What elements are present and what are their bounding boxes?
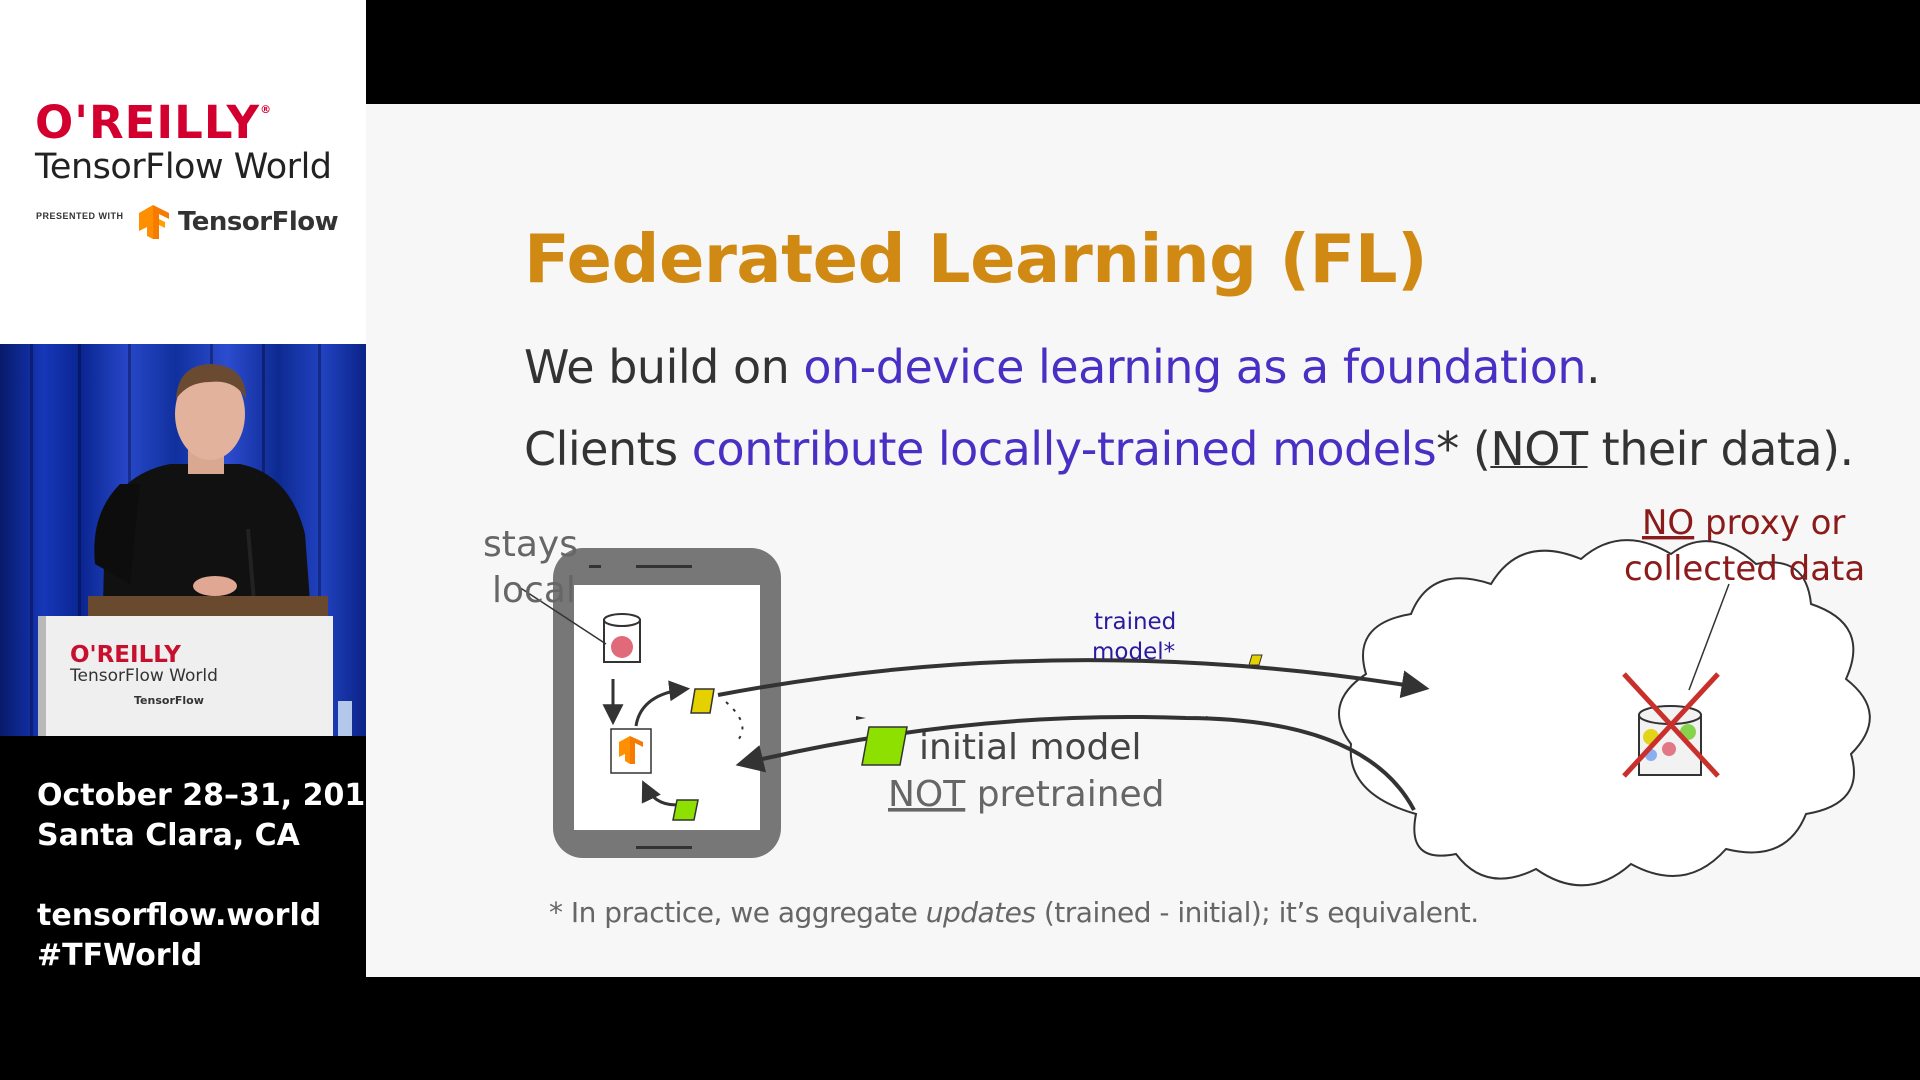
not-pretrained-label: NOT pretrained xyxy=(888,774,1165,815)
federated-learning-diagram: stays local trained model* initial model… xyxy=(483,503,1871,887)
tensorflow-logo-icon xyxy=(139,205,169,239)
presented-with-label: PRESENTED WITH xyxy=(36,211,124,221)
stays-label: stays xyxy=(483,524,578,565)
collected-data-label: collected data xyxy=(1624,549,1865,589)
bullet-line-1: We build on on-device learning as a foun… xyxy=(524,340,1601,394)
bullet-line-2: Clients contribute locally-trained model… xyxy=(524,422,1854,476)
phone-icon xyxy=(553,548,781,858)
event-name: TensorFlow World xyxy=(35,147,332,187)
speaker-figure xyxy=(38,364,352,736)
event-info: October 28–31, 2019 Santa Clara, CA tens… xyxy=(37,776,386,976)
event-dates: October 28–31, 2019 xyxy=(37,778,387,813)
cloud-icon xyxy=(1338,539,1871,887)
not-emphasis: NOT xyxy=(1490,422,1588,476)
trained-label: trained xyxy=(1094,609,1176,635)
initial-model-square xyxy=(672,799,699,821)
tensorflow-logo-icon xyxy=(619,736,643,764)
event-website: tensorflow.world xyxy=(37,898,322,933)
initial-model-icon xyxy=(861,726,908,766)
conference-branding: O'REILLY® TensorFlow World PRESENTED WIT… xyxy=(0,0,366,344)
highlight-contribute: contribute locally-trained models xyxy=(691,422,1437,476)
footnote: * In practice, we aggregate updates (tra… xyxy=(549,896,1479,929)
slide-title: Federated Learning (FL) xyxy=(524,220,1428,298)
podium-partner: TensorFlow xyxy=(134,694,204,707)
podium-brand: O'REILLY xyxy=(70,642,181,668)
presentation-slide: Federated Learning (FL) We build on on-d… xyxy=(366,104,1920,977)
initial-model-label: initial model xyxy=(919,727,1142,768)
podium-event: TensorFlow World xyxy=(70,666,218,686)
trained-model-square xyxy=(690,688,715,714)
speaker-video: O'REILLY TensorFlow World TensorFlow xyxy=(0,344,366,736)
tensorflow-wordmark: TensorFlow xyxy=(178,207,339,237)
collected-data-database xyxy=(1638,705,1702,776)
local-label: local xyxy=(492,570,576,611)
highlight-on-device: on-device learning as a foundation xyxy=(803,340,1587,394)
model-label: model* xyxy=(1092,639,1175,665)
cross-out-icon xyxy=(1622,672,1720,778)
no-proxy-label: NO proxy or xyxy=(1642,503,1845,543)
database-icon xyxy=(603,613,641,663)
event-location: Santa Clara, CA xyxy=(37,818,300,853)
footnote-emphasis: updates xyxy=(925,896,1036,929)
oreilly-logo: O'REILLY® xyxy=(35,96,273,149)
event-hashtag: #TFWorld xyxy=(37,938,203,973)
